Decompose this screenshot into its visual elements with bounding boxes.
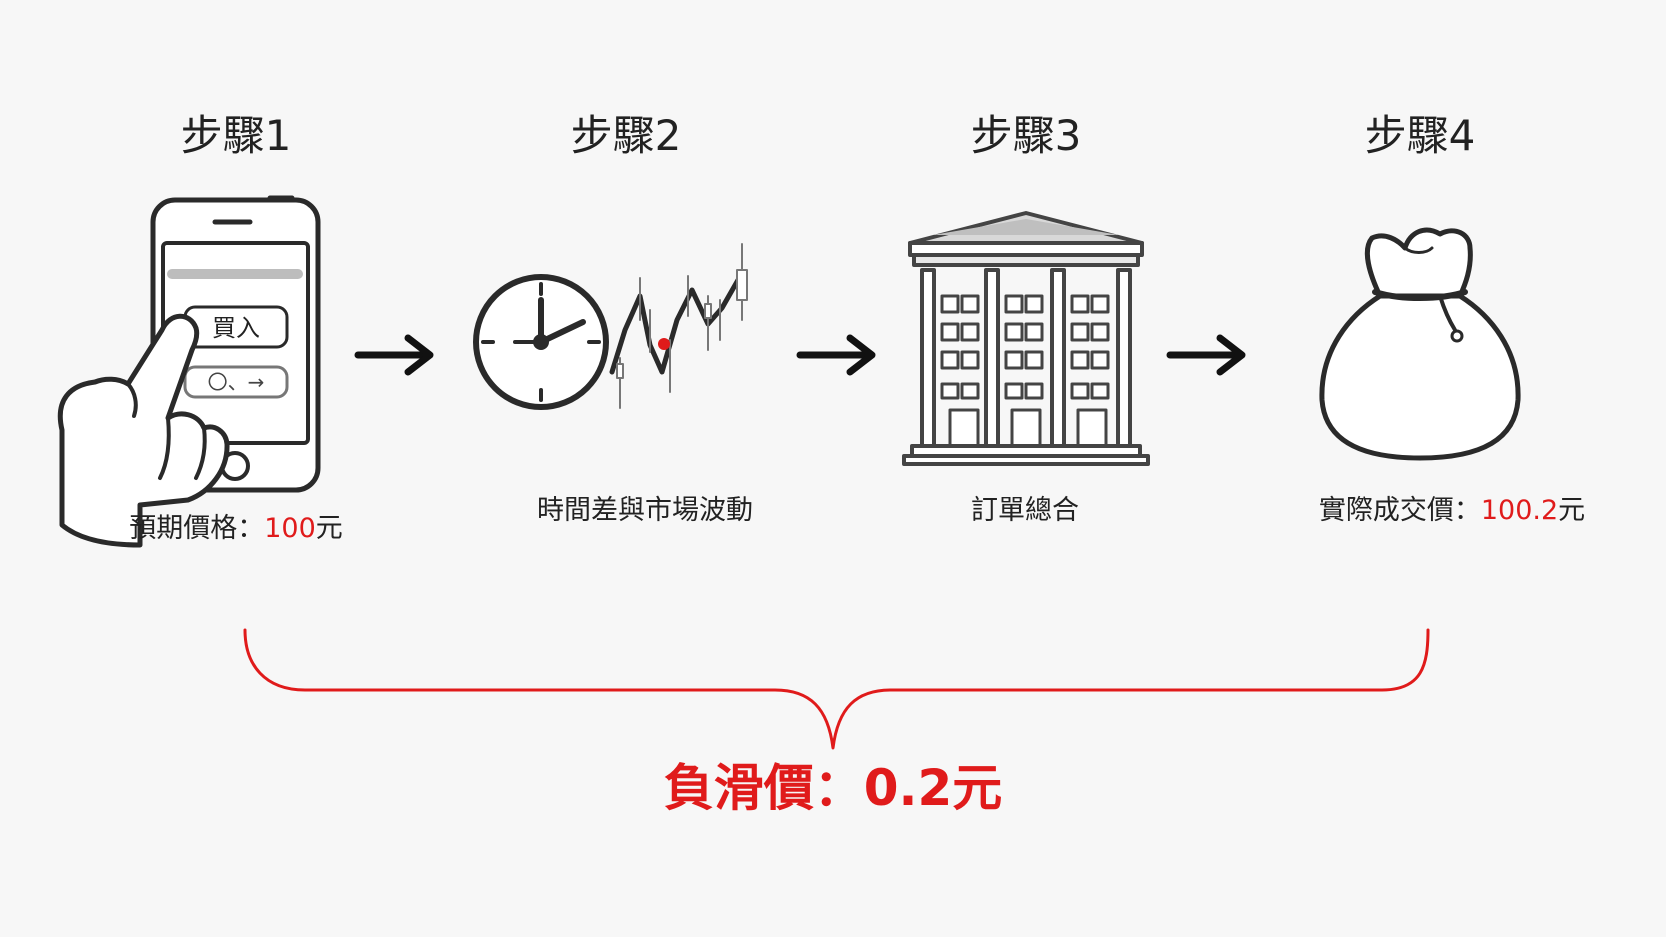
step-4-caption-unit: 元 [1558, 495, 1586, 526]
step-1-caption: 預期價格：100元 [56, 511, 416, 547]
price-chart-icon [609, 243, 748, 409]
phone-buy-label: 買入 [212, 314, 260, 342]
step-1-caption-label: 預期價格： [129, 513, 265, 544]
step-3-caption: 訂單總合 [845, 493, 1205, 529]
step-3-caption-label: 訂單總合 [971, 495, 1079, 526]
step-4-title: 步驟4 [1364, 111, 1476, 160]
step-4-caption-label: 實際成交價： [1318, 495, 1481, 526]
clock-chart-icon [473, 243, 748, 410]
slippage-result: 負滑價：0.2元 [533, 755, 1133, 821]
arrow-right-icon [1166, 334, 1246, 376]
step-2-caption-label: 時間差與市場波動 [537, 495, 753, 526]
arrow-right-icon [354, 334, 434, 376]
step-4-caption-value: 100.2 [1480, 495, 1559, 526]
slippage-result-unit: 元 [952, 759, 1003, 817]
clock-icon [473, 274, 609, 410]
step-3-title: 步驟3 [970, 111, 1082, 160]
arrow-right-icon [796, 334, 876, 376]
slippage-result-label: 負滑價： [663, 759, 864, 817]
step-2-title: 步驟2 [570, 111, 682, 160]
slippage-result-value: 0.2 [863, 759, 953, 817]
exchange-building-icon [902, 211, 1150, 466]
step-2-caption: 時間差與市場波動 [465, 493, 825, 529]
curly-brace [243, 628, 1430, 750]
phone-buy-icon [57, 195, 321, 548]
step-1-caption-value: 100 [264, 513, 316, 544]
step-1-title: 步驟1 [180, 111, 292, 160]
step-4-caption: 實際成交價：100.2元 [1272, 493, 1632, 529]
money-bag-icon [1319, 227, 1521, 461]
step-1-caption-unit: 元 [315, 513, 343, 544]
phone-button2-label: 〇、→ [208, 370, 265, 394]
